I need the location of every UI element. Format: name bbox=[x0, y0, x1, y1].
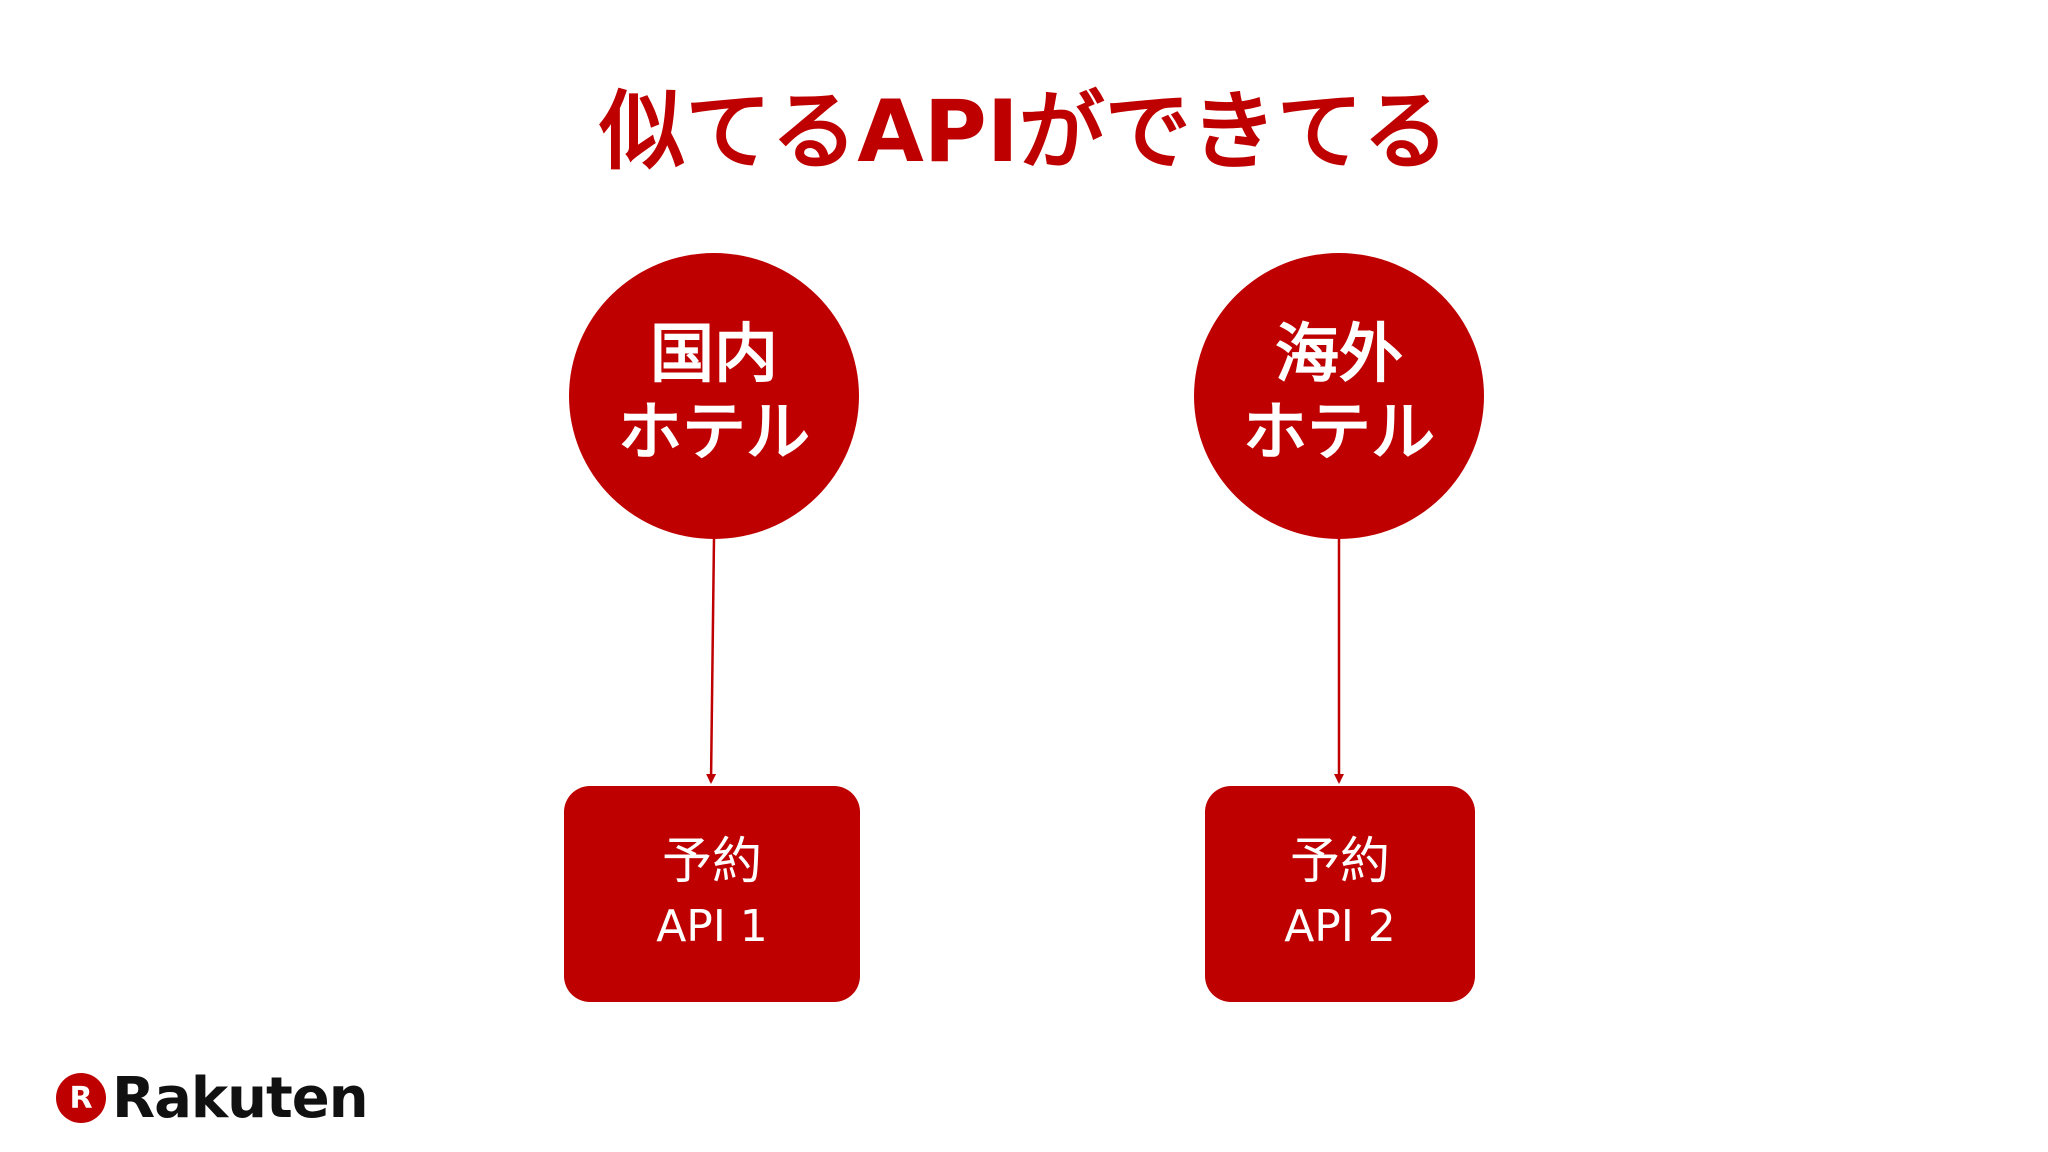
booking-api-2-node: 予約 API 2 bbox=[1205, 786, 1475, 1002]
domestic-hotel-node: 国内 ホテル bbox=[569, 253, 859, 539]
rakuten-logo: R Rakuten bbox=[56, 1065, 369, 1131]
booking-api-1-label-line1: 予約 bbox=[662, 832, 762, 890]
overseas-hotel-label-line1: 海外 bbox=[1275, 318, 1403, 392]
overseas-hotel-node: 海外 ホテル bbox=[1194, 253, 1484, 539]
domestic-hotel-label-line1: 国内 bbox=[650, 318, 778, 392]
slide-title: 似てるAPIができてる bbox=[599, 82, 1449, 182]
booking-api-2-label-line1: 予約 bbox=[1290, 832, 1390, 890]
overseas-hotel-label-line2: ホテル bbox=[1243, 396, 1435, 470]
booking-api-2-label-line2: API 2 bbox=[1284, 901, 1396, 952]
booking-api-1-label-line2: API 1 bbox=[656, 901, 768, 952]
rakuten-r-icon: R bbox=[56, 1073, 106, 1123]
rakuten-wordmark: Rakuten bbox=[112, 1065, 369, 1131]
arrow-domestic bbox=[706, 537, 717, 784]
domestic-hotel-label-line2: ホテル bbox=[618, 396, 810, 470]
booking-api-1-node: 予約 API 1 bbox=[564, 786, 860, 1002]
